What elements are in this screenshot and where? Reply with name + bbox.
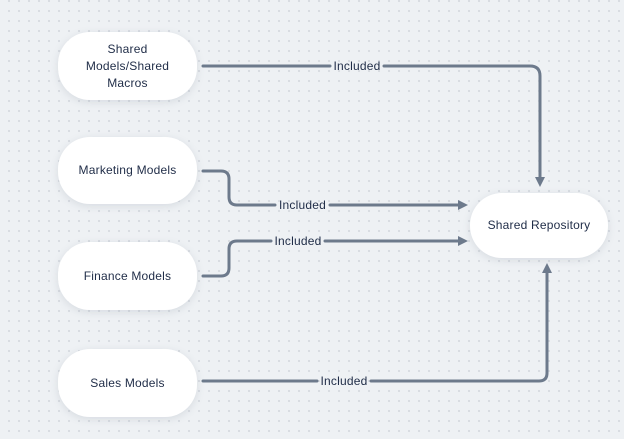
arrowhead-down-icon — [535, 177, 545, 187]
edge-label-finance-included: Included — [274, 234, 322, 248]
arrowhead-right-icon — [458, 200, 468, 210]
edge-label-marketing-included: Included — [279, 198, 326, 212]
arrowhead-right-icon — [458, 236, 468, 246]
arrowhead-up-icon — [542, 263, 552, 273]
node-marketing-models-label: Marketing Models — [78, 163, 177, 177]
node-marketing-models[interactable]: Marketing Models — [58, 137, 197, 204]
edge-label-sales-included: Included — [320, 374, 368, 388]
node-sales-models-label: Sales Models — [90, 375, 165, 390]
node-finance-models[interactable]: Finance Models — [58, 242, 197, 310]
edge-label-shared-models-included: Included — [333, 59, 381, 73]
connector-shared-models-to-repository — [201, 64, 545, 187]
connector-finance-to-repository — [201, 236, 468, 278]
connector-sales-to-repository — [201, 263, 552, 383]
node-shared-repository[interactable]: Shared Repository — [470, 193, 608, 258]
node-shared-models[interactable]: Shared Models/Shared Macros — [58, 32, 197, 100]
node-shared-repository-label: Shared Repository — [487, 218, 591, 232]
node-sales-models[interactable]: Sales Models — [58, 349, 197, 417]
connector-marketing-to-repository — [201, 169, 468, 210]
node-shared-models-label: Shared Models/Shared Macros — [85, 41, 170, 90]
node-finance-models-label: Finance Models — [83, 268, 172, 283]
